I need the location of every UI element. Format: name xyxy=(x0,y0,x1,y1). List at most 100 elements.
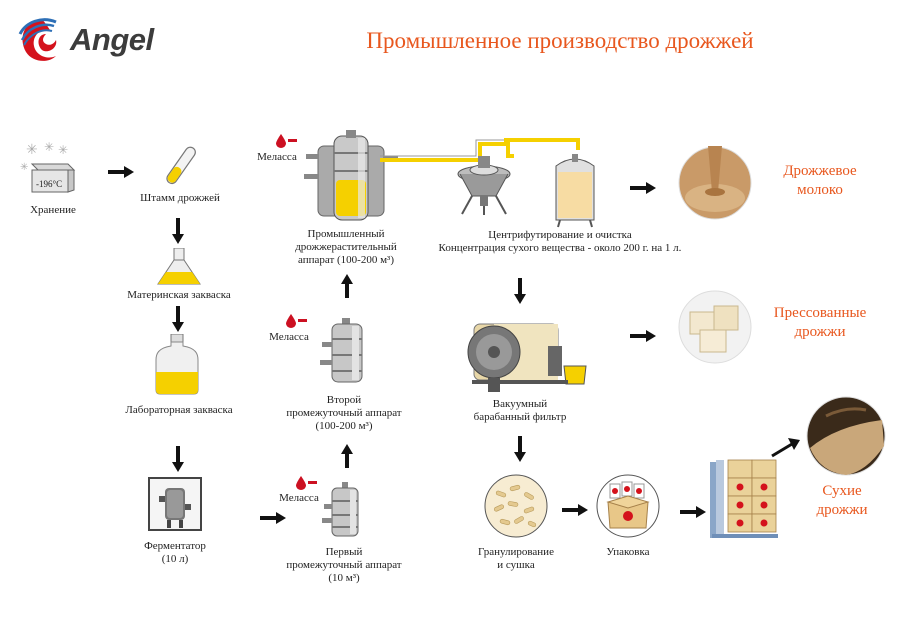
molasses-drop-icon xyxy=(296,476,306,490)
dry-yeast-line2: дрожжи xyxy=(816,502,868,518)
angel-logo-icon xyxy=(18,18,57,61)
strain-illustration xyxy=(160,142,200,192)
pipeline xyxy=(380,138,580,162)
granulation-illustration xyxy=(484,474,548,538)
pressed-yeast-line2: дрожжи xyxy=(794,324,846,340)
svg-text:✳: ✳ xyxy=(20,162,28,173)
storage-temperature: -196°C xyxy=(36,179,63,189)
arrow-right-icon xyxy=(680,506,706,518)
brand-logo xyxy=(12,12,72,70)
strain-label: Штамм дрожжей xyxy=(140,192,220,204)
lab-culture-illustration xyxy=(152,334,202,396)
first-intermediate-illustration xyxy=(320,480,370,540)
drum-filter-icon xyxy=(467,323,587,392)
bottle-icon xyxy=(155,334,199,395)
vacuum-filter-illustration xyxy=(464,304,590,394)
molasses-drop-icon xyxy=(276,134,286,148)
arrow-up-icon xyxy=(341,444,353,468)
packaging-label: Упаковка xyxy=(606,546,650,558)
arrow-down-icon xyxy=(172,218,184,244)
svg-text:✳: ✳ xyxy=(44,140,54,154)
package-box-icon xyxy=(596,474,660,538)
industrial-propagator-illustration xyxy=(300,130,400,224)
granulation-line1: Гранулирование xyxy=(478,546,554,558)
second-intermediate-line1: Второй xyxy=(326,394,362,406)
pressed-yeast-photo xyxy=(678,290,752,364)
granulation-label: Гранулирование и сушка xyxy=(460,546,572,572)
arrow-right-icon xyxy=(260,512,286,524)
molasses-drop-icon xyxy=(286,314,296,328)
arrow-down-icon xyxy=(172,446,184,472)
lab-culture-label: Лабораторная закваска xyxy=(125,404,233,416)
fermenter-label: Ферментатор (10 л) xyxy=(125,540,225,566)
molasses-label-bottom: Меласса xyxy=(279,492,319,504)
centrifuge-label: Центрифутирование и очистка Концентрация… xyxy=(420,229,700,255)
svg-text:✳: ✳ xyxy=(58,143,68,157)
cream-yeast-image xyxy=(678,146,752,220)
fermenter-name: Ферментатор xyxy=(144,540,206,552)
second-intermediate-illustration xyxy=(318,316,374,386)
molasses-label-middle: Меласса xyxy=(269,331,309,343)
industrial-propagator-label: Промышленный дрожжерастительный аппарат … xyxy=(280,228,412,267)
centrifuge-line1: Центрифутирование и очистка xyxy=(488,229,632,241)
tank-small-icon xyxy=(322,482,359,537)
fermenter-icon xyxy=(148,477,202,531)
molasses-flow-icon xyxy=(298,319,307,322)
storage-label: Хранение xyxy=(30,204,76,216)
brand-name: Angel xyxy=(70,22,154,57)
vacuum-filter-line2: барабанный фильтр xyxy=(473,411,567,423)
molasses-flow-icon xyxy=(288,139,297,142)
centrifuge-illustration xyxy=(452,152,516,216)
molasses-label-top: Меласса xyxy=(257,151,297,163)
industrial-tank-icon xyxy=(304,130,398,221)
svg-text:✳: ✳ xyxy=(26,142,38,158)
flask-icon xyxy=(157,248,201,285)
granulation-line2: и сушка xyxy=(497,559,535,571)
dry-yeast-line1: Сухие xyxy=(822,483,862,499)
storage-illustration: ✳ ✳ ✳ ✳ xyxy=(20,140,80,196)
dry-yeast-image xyxy=(806,396,886,476)
mother-culture-illustration xyxy=(156,248,202,288)
fermenter-illustration xyxy=(147,476,203,532)
test-tube-icon xyxy=(166,146,196,185)
molasses-flow-icon xyxy=(308,481,317,484)
packaging-illustration xyxy=(596,474,660,538)
industrial-propagator-line2: дрожжерастительный xyxy=(295,241,397,253)
industrial-propagator-line3: аппарат (100-200 м³) xyxy=(297,254,395,266)
cryo-storage-icon: ✳ ✳ ✳ ✳ xyxy=(20,140,76,193)
first-intermediate-line3: (10 м³) xyxy=(328,572,360,584)
second-intermediate-label: Второй промежуточный аппарат (100-200 м³… xyxy=(278,394,410,433)
fermenter-volume: (10 л) xyxy=(161,553,189,565)
warehouse-illustration xyxy=(708,456,780,540)
second-intermediate-line3: (100-200 м³) xyxy=(315,420,373,432)
first-intermediate-line1: Первый xyxy=(325,546,363,558)
arrow-down-icon xyxy=(514,278,526,304)
second-intermediate-line2: промежуточный аппарат xyxy=(286,407,402,419)
arrow-down-icon xyxy=(514,436,526,462)
centrifuge-icon xyxy=(457,156,511,215)
arrow-right-icon xyxy=(562,504,588,516)
pressed-yeast-image xyxy=(678,290,752,364)
vacuum-filter-line1: Вакуумный xyxy=(492,398,548,410)
page-title: Промышленное производство дрожжей xyxy=(366,28,754,53)
granules-icon xyxy=(484,474,548,538)
industrial-propagator-line1: Промышленный xyxy=(307,228,385,240)
cream-yeast-photo xyxy=(678,146,752,220)
cream-yeast-product: Дрожжевое молоко xyxy=(770,162,870,200)
first-intermediate-line2: промежуточный аппарат xyxy=(286,559,402,571)
storage-tank-icon xyxy=(555,154,595,228)
cream-tank-illustration xyxy=(548,148,602,228)
cream-yeast-line2: молоко xyxy=(797,182,843,198)
arrow-right-icon xyxy=(630,182,656,194)
cream-yeast-line1: Дрожжевое xyxy=(783,163,857,179)
pressed-yeast-line1: Прессованные xyxy=(773,305,867,321)
dry-yeast-product: Сухие дрожжи xyxy=(792,482,892,520)
pressed-yeast-product: Прессованные дрожжи xyxy=(764,304,876,342)
first-intermediate-label: Первый промежуточный аппарат (10 м³) xyxy=(278,546,410,585)
arrow-diagonal-icon xyxy=(771,438,800,458)
vacuum-filter-label: Вакуумный барабанный фильтр xyxy=(440,398,600,424)
arrow-up-icon xyxy=(341,274,353,298)
tank-medium-icon xyxy=(320,318,363,383)
arrow-right-icon xyxy=(630,330,656,342)
arrow-right-icon xyxy=(108,166,134,178)
